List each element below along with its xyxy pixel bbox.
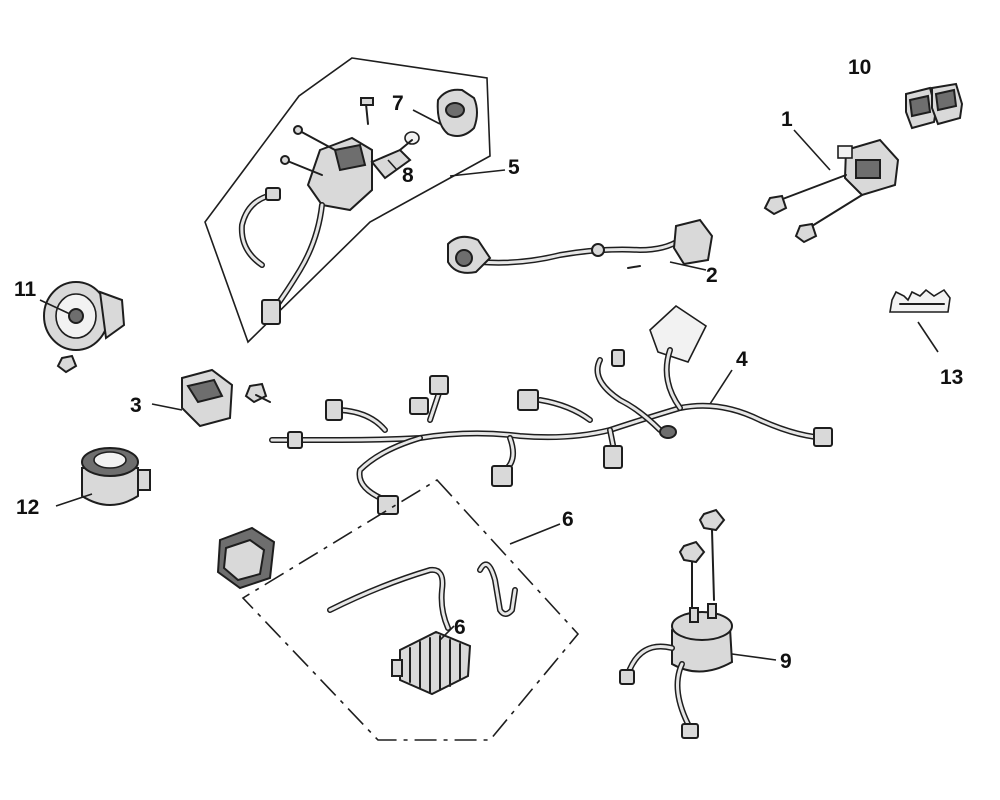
callout-9: 9	[780, 650, 792, 673]
callout-4: 4	[736, 348, 748, 371]
callout-6-frame: 6	[562, 508, 574, 531]
part-1-relay	[763, 138, 900, 244]
leader-lines	[39, 109, 939, 661]
part-12-sender	[81, 447, 151, 506]
part-3-regulator	[181, 368, 271, 428]
callout-7: 7	[392, 92, 404, 115]
part-13-clips	[889, 288, 951, 313]
callout-5: 5	[508, 156, 520, 179]
callout-6-part: 6	[454, 616, 466, 639]
part-7-screw	[360, 97, 374, 125]
callout-8: 8	[402, 164, 414, 187]
callout-12: 12	[16, 496, 39, 519]
callout-10: 10	[848, 56, 871, 79]
callout-13: 13	[940, 366, 963, 389]
part-6-cable	[327, 561, 518, 696]
group-frame-6	[241, 478, 580, 741]
part-2-sensor-cable	[447, 218, 714, 274]
part-6-rectifier	[216, 526, 276, 590]
callout-3: 3	[130, 394, 142, 417]
part-7-cover	[436, 88, 478, 137]
part-4-main-harness	[269, 304, 833, 515]
part-10-relays	[905, 82, 964, 130]
ignition-switch-assembly	[238, 125, 420, 325]
group-frame-5	[204, 57, 491, 344]
callout-2: 2	[706, 264, 718, 287]
callout-11: 11	[14, 278, 37, 301]
callout-1: 1	[781, 108, 793, 131]
part-11-horn	[43, 281, 126, 374]
part-9-connector	[619, 508, 734, 739]
